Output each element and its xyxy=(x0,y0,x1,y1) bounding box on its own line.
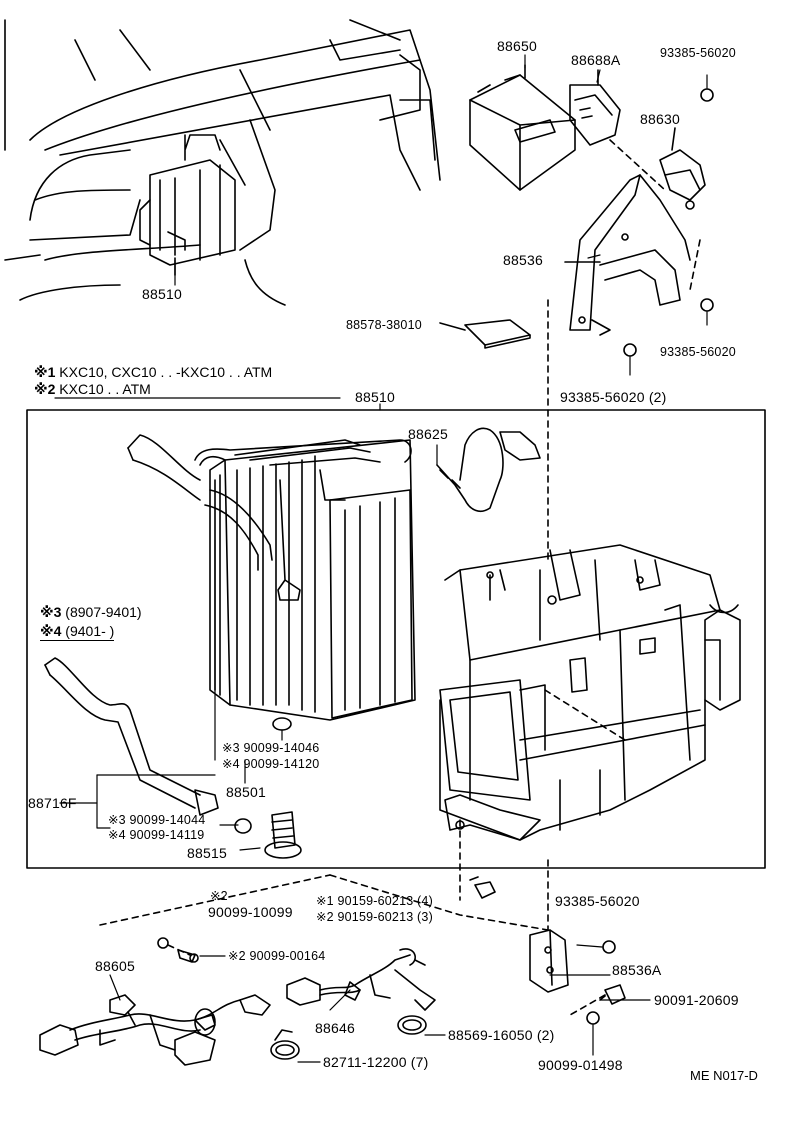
pad-88578-shape xyxy=(440,320,530,348)
module-88650-shape xyxy=(470,65,575,190)
blower-case-shape xyxy=(440,545,740,840)
label-90099-01498: 90099-01498 xyxy=(538,1057,623,1073)
label-88578: 88578-38010 xyxy=(346,318,422,332)
bolt-90091-shape xyxy=(600,985,625,1004)
note-1-text: KXC10, CXC10 . . -KXC10 . . ATM xyxy=(59,364,273,380)
note-4: ※4 (9401- ) xyxy=(40,623,115,641)
label-88501: 88501 xyxy=(226,784,266,800)
label-88536a: 88536A xyxy=(612,962,662,978)
label-93385-mid: 93385-56020 xyxy=(660,345,736,359)
label-93385-low: 93385-56020 xyxy=(555,893,640,909)
label-88650: 88650 xyxy=(497,38,537,54)
label-88510-top: 88510 xyxy=(142,286,182,302)
label-88716f: 88716F xyxy=(28,795,77,811)
note-1-mark: ※1 xyxy=(34,364,56,380)
note-3-text: (8907-9401) xyxy=(65,604,142,620)
label-note2-mark: ※2 xyxy=(210,889,228,903)
label-90099-14044: ※3 90099-14044 xyxy=(108,813,206,827)
note-2: ※2 KXC10 . . ATM xyxy=(34,381,151,397)
label-90099-14119: ※4 90099-14119 xyxy=(108,828,205,842)
label-88569-16050: 88569-16050 (2) xyxy=(448,1027,555,1043)
bracket-88536a-shape xyxy=(530,930,568,992)
label-88510-box: 88510 xyxy=(355,389,395,405)
harness-88605-shape xyxy=(40,995,270,1065)
label-88625: 88625 xyxy=(408,426,448,442)
label-90159-60213-3: ※2 90159-60213 (3) xyxy=(316,910,433,924)
clamps-shape xyxy=(271,1016,426,1059)
note-4-mark: ※4 xyxy=(40,623,62,639)
label-90099-00164: ※2 90099-00164 xyxy=(228,949,326,963)
label-88515: 88515 xyxy=(187,845,227,861)
assembly-box-88510 xyxy=(27,410,765,868)
screw-00164-shape xyxy=(178,950,198,962)
note-3: ※3 (8907-9401) xyxy=(40,604,142,620)
note-2-mark: ※2 xyxy=(34,381,56,397)
label-93385-2: 93385-56020 (2) xyxy=(560,389,667,405)
wire-88625-shape xyxy=(437,428,540,511)
sensor-88630-shape xyxy=(660,128,705,209)
label-88605: 88605 xyxy=(95,958,135,974)
dashed-guides xyxy=(100,140,700,1015)
pipe-88716f-shape xyxy=(45,658,251,833)
label-90159-60213-4: ※1 90159-60213 (4) xyxy=(316,894,433,908)
label-82711-12200: 82711-12200 (7) xyxy=(323,1054,429,1070)
label-88646: 88646 xyxy=(315,1020,355,1036)
dashboard-illustration xyxy=(5,20,440,305)
note-4-text: (9401- ) xyxy=(65,623,115,639)
note-3-mark: ※3 xyxy=(40,604,62,620)
label-90091-20609: 90091-20609 xyxy=(654,992,739,1008)
footer-code: ME N017-D xyxy=(690,1068,758,1083)
clip-symbols xyxy=(158,89,713,1024)
note-1: ※1 KXC10, CXC10 . . -KXC10 . . ATM xyxy=(34,364,272,380)
label-88630: 88630 xyxy=(640,111,680,127)
label-90099-10099: 90099-10099 xyxy=(208,904,293,920)
bracket-88536-shape xyxy=(565,175,690,335)
label-88688a: 88688A xyxy=(571,52,621,68)
label-88536: 88536 xyxy=(503,252,543,268)
wire-88646-shape xyxy=(287,949,435,1010)
label-93385-top: 93385-56020 xyxy=(660,46,736,60)
label-90099-14120: ※4 90099-14120 xyxy=(222,757,320,771)
label-90099-14046: ※3 90099-14046 xyxy=(222,741,320,755)
drain-88515-shape xyxy=(265,812,301,858)
cover-88688a-shape xyxy=(570,70,620,145)
screw-90159-shape xyxy=(470,877,495,898)
note-2-text: KXC10 . . ATM xyxy=(59,381,151,397)
evaporator-88501-shape xyxy=(128,435,415,730)
